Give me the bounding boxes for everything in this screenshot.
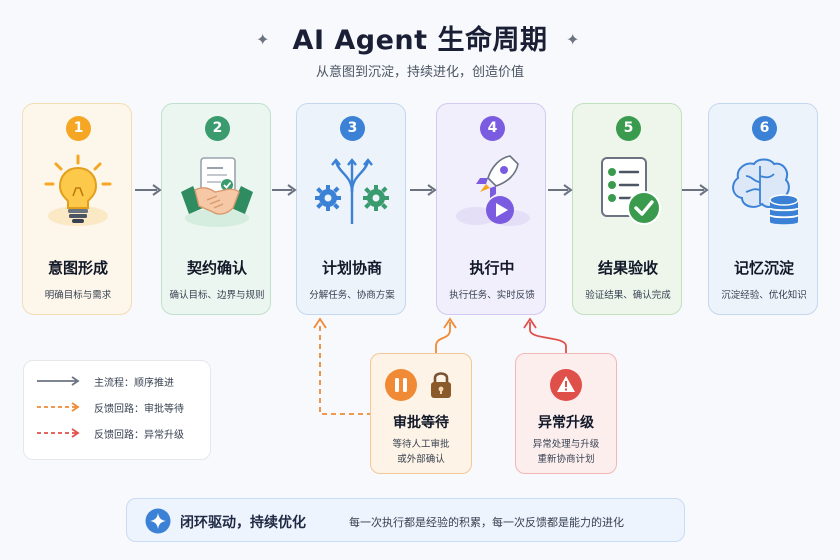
sparkle-left-icon: ✦: [256, 30, 270, 49]
pause-icon: [385, 369, 417, 401]
solid-arrow-icon: [37, 376, 80, 386]
checklist-icon: [601, 157, 661, 225]
stage-title: 执行中: [469, 259, 515, 277]
stage-desc: 验证结果、确认完成: [585, 290, 671, 301]
flow-arrow-1-2: [135, 184, 162, 196]
escalation-desc-line2: 重新协商计划: [537, 454, 595, 465]
page-title: AI Agent 生命周期: [292, 25, 548, 56]
handshake-icon: [181, 157, 253, 227]
escalation-loop-to-exec: [529, 322, 567, 353]
stage-desc: 确认目标、边界与规则: [169, 290, 265, 301]
escalation-title: 异常升级: [538, 415, 594, 431]
sparkle-right-icon: ✦: [566, 30, 580, 49]
stage-card-3: 3 计划协商 分解任务、协商方案: [296, 103, 406, 315]
stage-number-badge: 1: [66, 116, 91, 141]
stage-desc: 分解任务、协商方案: [309, 290, 395, 301]
header: AI Agent 生命周期: [0, 18, 840, 57]
footer-title: 闭环驱动，持续优化: [180, 515, 306, 531]
dashed-orange-arrow-icon: [37, 402, 80, 412]
page-subtitle: 从意图到沉淀，持续进化，创造价值: [315, 65, 524, 80]
approval-desc-line2: 或外部确认: [397, 454, 445, 465]
warning-icon: [550, 369, 582, 401]
footer-banner: 闭环驱动，持续优化 每一次执行都是经验的积累，每一次反馈都是能力的进化: [126, 498, 685, 542]
flow-arrow-3-4: [410, 184, 437, 196]
stage-card-1: 1 意图形成 明确目标与需求: [22, 103, 132, 315]
approval-title: 审批等待: [393, 415, 449, 431]
flow-arrow-4-5: [548, 184, 573, 196]
approval-loop-to-exec: [435, 322, 451, 353]
approval-wait-card: 审批等待 等待人工审批 或外部确认: [370, 353, 472, 474]
stage-number-badge: 3: [340, 116, 365, 141]
rocket-play-icon: [456, 155, 530, 226]
flow-arrow-5-6: [682, 184, 709, 196]
stage-desc: 明确目标与需求: [44, 290, 112, 301]
legend-label: 主流程：顺序推进: [94, 378, 174, 389]
legend-label: 反馈回路：异常升级: [94, 430, 184, 441]
legend-escalation-loop: 反馈回路：异常升级: [36, 425, 206, 441]
approval-desc-line1: 等待人工审批: [392, 439, 450, 450]
legend-label: 反馈回路：审批等待: [94, 404, 184, 415]
footer-text: 每一次执行都是经验的积累，每一次反馈都是能力的进化: [349, 516, 624, 529]
approval-loop-to-plan: [319, 322, 372, 415]
stage-card-6: 6 记忆沉淀 沉淀经验、优化知识: [708, 103, 818, 315]
stage-title: 结果验收: [597, 259, 658, 277]
escalation-card: 异常升级 异常处理与升级 重新协商计划: [515, 353, 617, 474]
dashed-red-arrow-icon: [37, 428, 80, 438]
stage-number-badge: 2: [205, 116, 230, 141]
sparkle-icon: [145, 508, 171, 534]
stage-number-badge: 4: [480, 116, 505, 141]
stage-title: 意图形成: [47, 259, 108, 277]
legend: 主流程：顺序推进 反馈回路：审批等待 反馈回路：异常升级: [23, 360, 211, 460]
stage-card-4: 4 执行中 执行任务、实时反馈: [436, 103, 546, 315]
legend-main-flow: 主流程：顺序推进: [36, 373, 206, 389]
flow-arrow-2-3: [272, 184, 297, 196]
escalation-desc-line1: 异常处理与升级: [532, 439, 600, 450]
lightbulb-icon: [44, 154, 112, 226]
gears-plan-icon: [315, 158, 389, 224]
legend-approval-loop: 反馈回路：审批等待: [36, 399, 206, 415]
stage-number-badge: 6: [752, 116, 777, 141]
stage-title: 记忆沉淀: [733, 259, 794, 277]
stage-card-5: 5 结果验收 验证结果、确认完成: [572, 103, 682, 315]
stage-title: 计划协商: [321, 259, 382, 277]
stage-card-2: 2 契约确认 确认目标、边界与规则: [161, 103, 271, 315]
stage-desc: 执行任务、实时反馈: [449, 290, 535, 301]
stage-number-badge: 5: [616, 116, 641, 141]
lock-icon: [431, 372, 451, 398]
stage-title: 契约确认: [186, 259, 247, 277]
stage-desc: 沉淀经验、优化知识: [721, 290, 807, 301]
brain-database-icon: [732, 158, 799, 225]
